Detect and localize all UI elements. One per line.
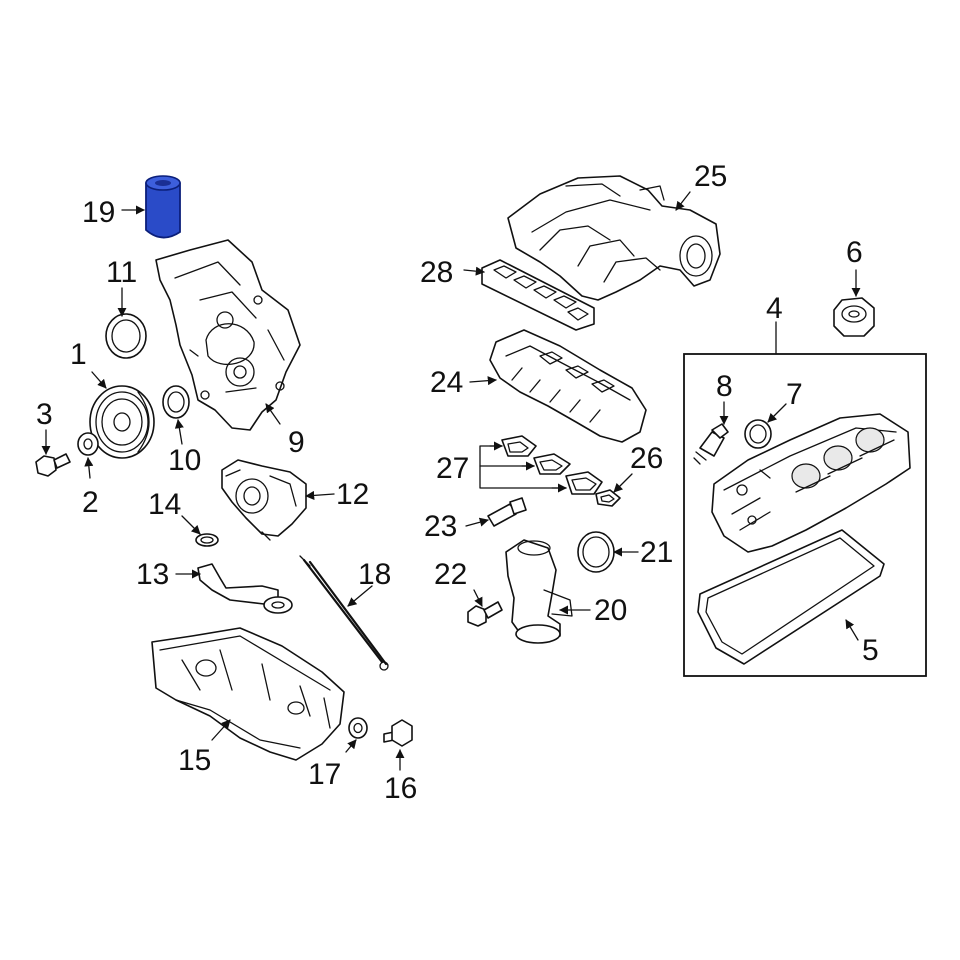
leader-10 [174, 419, 184, 445]
callout-numbers: 19 11 1 3 2 10 9 12 14 13 18 15 17 16 25… [36, 160, 879, 805]
part-crank-seal[interactable] [162, 385, 190, 419]
callout-16[interactable]: 16 [384, 772, 417, 805]
leader-17 [345, 739, 357, 753]
part-oil-pickup-tube[interactable] [197, 563, 293, 614]
part-oil-pump[interactable] [221, 459, 307, 541]
callout-5[interactable]: 5 [862, 634, 879, 667]
callout-6[interactable]: 6 [846, 236, 863, 269]
part-seal-7[interactable] [744, 419, 772, 449]
part-gaskets-27[interactable] [501, 435, 603, 495]
callout-3[interactable]: 3 [36, 398, 53, 431]
leader-22 [473, 589, 483, 607]
leader-5 [845, 619, 859, 641]
callout-26[interactable]: 26 [630, 442, 663, 475]
callout-7[interactable]: 7 [786, 378, 803, 411]
leader-26 [613, 473, 633, 493]
part-washer-2[interactable] [77, 432, 99, 456]
callout-8[interactable]: 8 [716, 370, 733, 403]
callout-22[interactable]: 22 [434, 558, 467, 591]
callout-15[interactable]: 15 [178, 744, 211, 777]
callout-28[interactable]: 28 [420, 256, 453, 289]
leader-lines [41, 191, 861, 771]
part-timing-cover[interactable] [155, 239, 301, 431]
leader-9 [265, 403, 281, 425]
part-crank-pulley[interactable] [89, 385, 155, 459]
callout-12[interactable]: 12 [336, 478, 369, 511]
part-oil-filter-highlighted[interactable] [145, 175, 181, 239]
leader-18 [347, 585, 373, 607]
leader-28 [463, 266, 485, 276]
callout-11[interactable]: 11 [106, 256, 137, 289]
part-dipstick[interactable] [299, 555, 389, 671]
part-gasket-26[interactable] [595, 489, 621, 507]
part-upper-intake-manifold[interactable] [507, 175, 721, 301]
callout-10[interactable]: 10 [168, 444, 201, 477]
leader-14 [181, 515, 201, 535]
leader-15 [211, 719, 231, 741]
callout-25[interactable]: 25 [694, 160, 727, 193]
leader-7 [767, 403, 787, 423]
callout-23[interactable]: 23 [424, 510, 457, 543]
callout-21[interactable]: 21 [640, 536, 673, 569]
callout-17[interactable]: 17 [308, 758, 341, 791]
part-lower-intake-manifold[interactable] [489, 329, 647, 443]
callout-18[interactable]: 18 [358, 558, 391, 591]
part-drain-plug[interactable] [383, 719, 413, 747]
part-sensor-23[interactable] [487, 497, 527, 527]
part-thermostat-housing[interactable] [505, 539, 573, 644]
valve-cover-group-box [683, 353, 927, 677]
callout-20[interactable]: 20 [594, 594, 627, 627]
callout-9[interactable]: 9 [288, 426, 305, 459]
leader-2 [84, 457, 94, 479]
part-front-seal[interactable] [105, 313, 147, 359]
callout-4[interactable]: 4 [766, 292, 783, 325]
callout-19[interactable]: 19 [82, 196, 115, 229]
part-sensor-8[interactable] [693, 423, 729, 465]
callout-2[interactable]: 2 [82, 486, 99, 519]
part-valve-cover[interactable] [711, 413, 911, 553]
leader-23 [465, 517, 489, 527]
part-oil-filler-cap[interactable] [833, 297, 875, 337]
callout-24[interactable]: 24 [430, 366, 463, 399]
callout-14[interactable]: 14 [148, 488, 181, 521]
callout-1[interactable]: 1 [70, 338, 87, 371]
leader-1 [91, 371, 107, 389]
part-valve-cover-gasket[interactable] [697, 529, 885, 665]
callout-27[interactable]: 27 [436, 452, 469, 485]
part-washer-17[interactable] [348, 717, 368, 739]
part-bolt-22[interactable] [467, 601, 503, 627]
part-oring-21[interactable] [577, 531, 615, 573]
part-bolt-3[interactable] [35, 453, 71, 477]
leader-12 [305, 490, 335, 500]
leader-24 [469, 376, 497, 386]
part-intake-gasket-28[interactable] [481, 259, 595, 331]
leader-25 [675, 191, 691, 211]
callout-13[interactable]: 13 [136, 558, 169, 591]
part-oring-14[interactable] [195, 533, 219, 547]
part-oil-pan[interactable] [151, 627, 345, 761]
